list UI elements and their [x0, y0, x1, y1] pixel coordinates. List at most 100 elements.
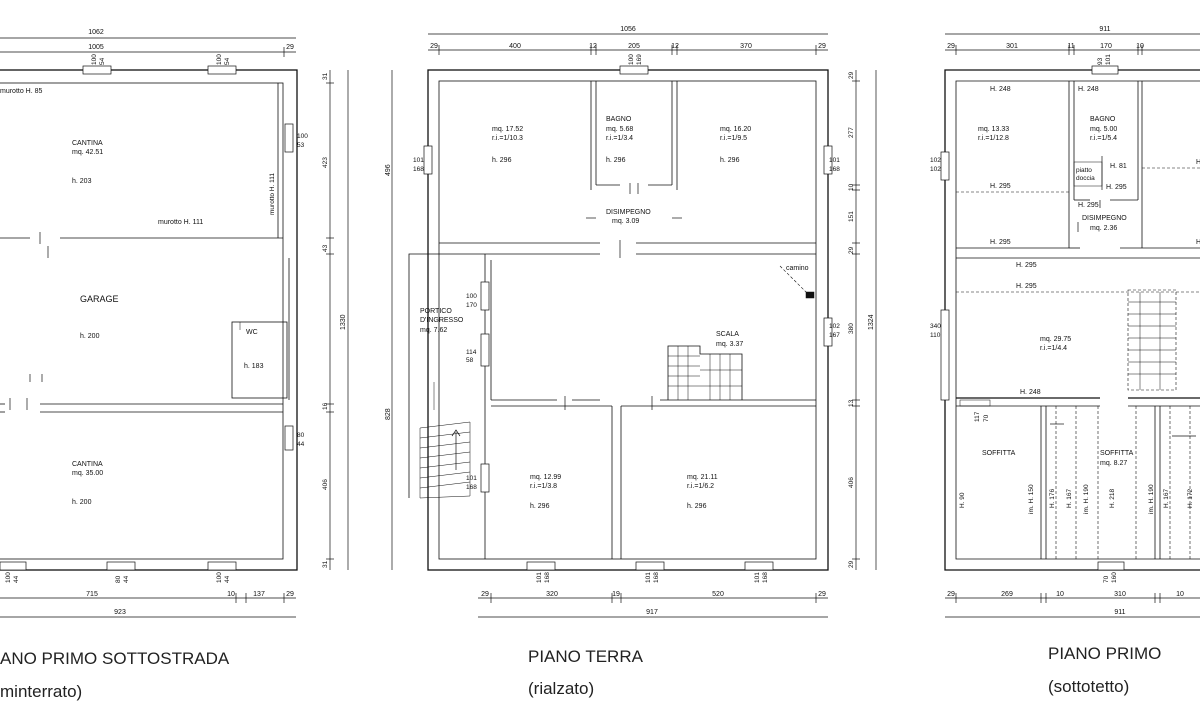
room-height: H — [1196, 159, 1200, 166]
room-area: mq. 8.27 — [1100, 460, 1127, 467]
dim-label: 917 — [646, 609, 658, 616]
room-height: H. 295 — [1078, 202, 1099, 209]
dim-label: 1062 — [88, 29, 104, 36]
window — [106, 561, 136, 571]
stair-outline — [1127, 289, 1177, 391]
dim-label: 160 — [1111, 572, 1118, 583]
room-label: murotto H. 85 — [0, 88, 43, 95]
dim-label: 101 — [1105, 54, 1112, 65]
room-height: h. 296 — [530, 503, 550, 510]
dim-label: 168 — [413, 166, 424, 173]
step — [419, 461, 471, 469]
dim-label: 911 — [1114, 609, 1125, 616]
room-area: mq. 2.36 — [1090, 225, 1117, 232]
portico-wall — [408, 253, 485, 498]
room-height: im. H. 190 — [1148, 484, 1155, 514]
dim-label: 168 — [544, 572, 551, 583]
dim-label: 1005 — [88, 44, 104, 51]
dim-label: 320 — [546, 591, 558, 598]
window — [0, 561, 27, 571]
room-height: H. 248 — [1078, 86, 1099, 93]
room-height: H. 90 — [959, 492, 966, 508]
dim-label: 102 — [829, 323, 840, 330]
room-height: H. 176 — [1049, 488, 1056, 508]
room-height: H — [1196, 239, 1200, 246]
dim-label: 80 — [297, 432, 305, 439]
room-name: GARAGE — [80, 294, 119, 304]
dim-label: 911 — [1099, 26, 1110, 33]
dim-label: 110 — [930, 332, 941, 339]
dim-label: 29 — [818, 591, 826, 598]
dim-label: 54 — [224, 57, 231, 65]
dim-label: 406 — [322, 479, 329, 490]
inner-wall — [955, 80, 1200, 560]
dim-label: 54 — [99, 57, 106, 65]
dim-label: 151 — [848, 211, 855, 222]
room-name: SOFFITTA — [982, 450, 1016, 457]
basement-plan: 1062 1005 29 100 54 100 54 — [0, 29, 349, 701]
window — [744, 561, 774, 571]
room-height: h. 203 — [72, 178, 92, 185]
room-ri: r.i.=1/12.8 — [978, 135, 1009, 142]
step — [419, 431, 471, 439]
room-name: DISIMPEGNO — [606, 209, 651, 216]
room-name: PORTICO — [420, 308, 452, 315]
window — [480, 333, 490, 367]
dim-label: 101 — [413, 157, 424, 164]
plan-title: PIANO PRIMO — [1048, 644, 1161, 663]
room-height: H. 248 — [1020, 389, 1041, 396]
dim-label: 58 — [466, 357, 474, 364]
room-area: mq. 17.52 — [492, 126, 523, 133]
dim-label: 114 — [466, 349, 477, 356]
dim-label: 10 — [1136, 43, 1144, 50]
dim-label: 406 — [848, 477, 855, 488]
room-height: H. 81 — [1110, 163, 1127, 170]
dim-label: 29 — [848, 560, 855, 568]
dim-label: 53 — [297, 142, 305, 149]
dim-label: 70 — [983, 414, 990, 422]
room-label: murotto H. 111 — [269, 173, 276, 215]
dim-label: 370 — [740, 43, 752, 50]
dim-label: 29 — [286, 591, 294, 598]
room-name: SOFFITTA — [1100, 450, 1134, 457]
small-opening — [959, 399, 991, 407]
window — [1097, 561, 1125, 571]
dim-label: 205 — [628, 43, 640, 50]
room-label: murotto H. 111 — [158, 219, 203, 226]
room-height: im. H. 150 — [1028, 484, 1035, 514]
ground-plan: 1056 29 400 12 205 12 370 29 100 169 — [385, 26, 877, 698]
dim-label: 169 — [636, 54, 643, 65]
room-height: H. 167 — [1163, 488, 1170, 508]
dim-label: 93 — [1097, 57, 1104, 65]
dim-label: 44 — [224, 575, 231, 583]
room-height: im. H. 190 — [1083, 484, 1090, 514]
dim-label: 29 — [848, 71, 855, 79]
dim-label: 1324 — [868, 314, 875, 330]
room-area: mq. 3.37 — [716, 341, 743, 348]
dim-label: 520 — [712, 591, 724, 598]
room-ri: r.i.=1/5.4 — [1090, 135, 1117, 142]
dim-label: 29 — [947, 43, 955, 50]
inner-wall — [0, 82, 284, 560]
plan-title: PIANO TERRA — [528, 647, 644, 666]
room-height: h. 296 — [606, 157, 626, 164]
dim-label: 101 — [466, 475, 477, 482]
dim-label: 423 — [322, 157, 329, 168]
plan-title: ANO PRIMO SOTTOSTRADA — [0, 649, 230, 668]
window — [207, 65, 237, 75]
room-height: H. 295 — [990, 239, 1011, 246]
shower-tray — [1073, 161, 1103, 187]
room-name: WC — [246, 329, 258, 336]
dim-label: 102 — [930, 157, 941, 164]
dim-label: 19 — [612, 591, 620, 598]
dim-label: 31 — [322, 72, 329, 80]
dim-label: 1056 — [620, 26, 636, 33]
plan-subtitle: minterrato) — [0, 682, 82, 701]
dim-label: 923 — [114, 609, 126, 616]
room-ri: r.i.=1/6.2 — [687, 483, 714, 490]
dim-label: 16 — [322, 402, 329, 410]
dim-label: 168 — [762, 572, 769, 583]
dim-label: 29 — [430, 43, 438, 50]
window — [284, 123, 294, 153]
room-area: mq. 35.00 — [72, 470, 103, 477]
